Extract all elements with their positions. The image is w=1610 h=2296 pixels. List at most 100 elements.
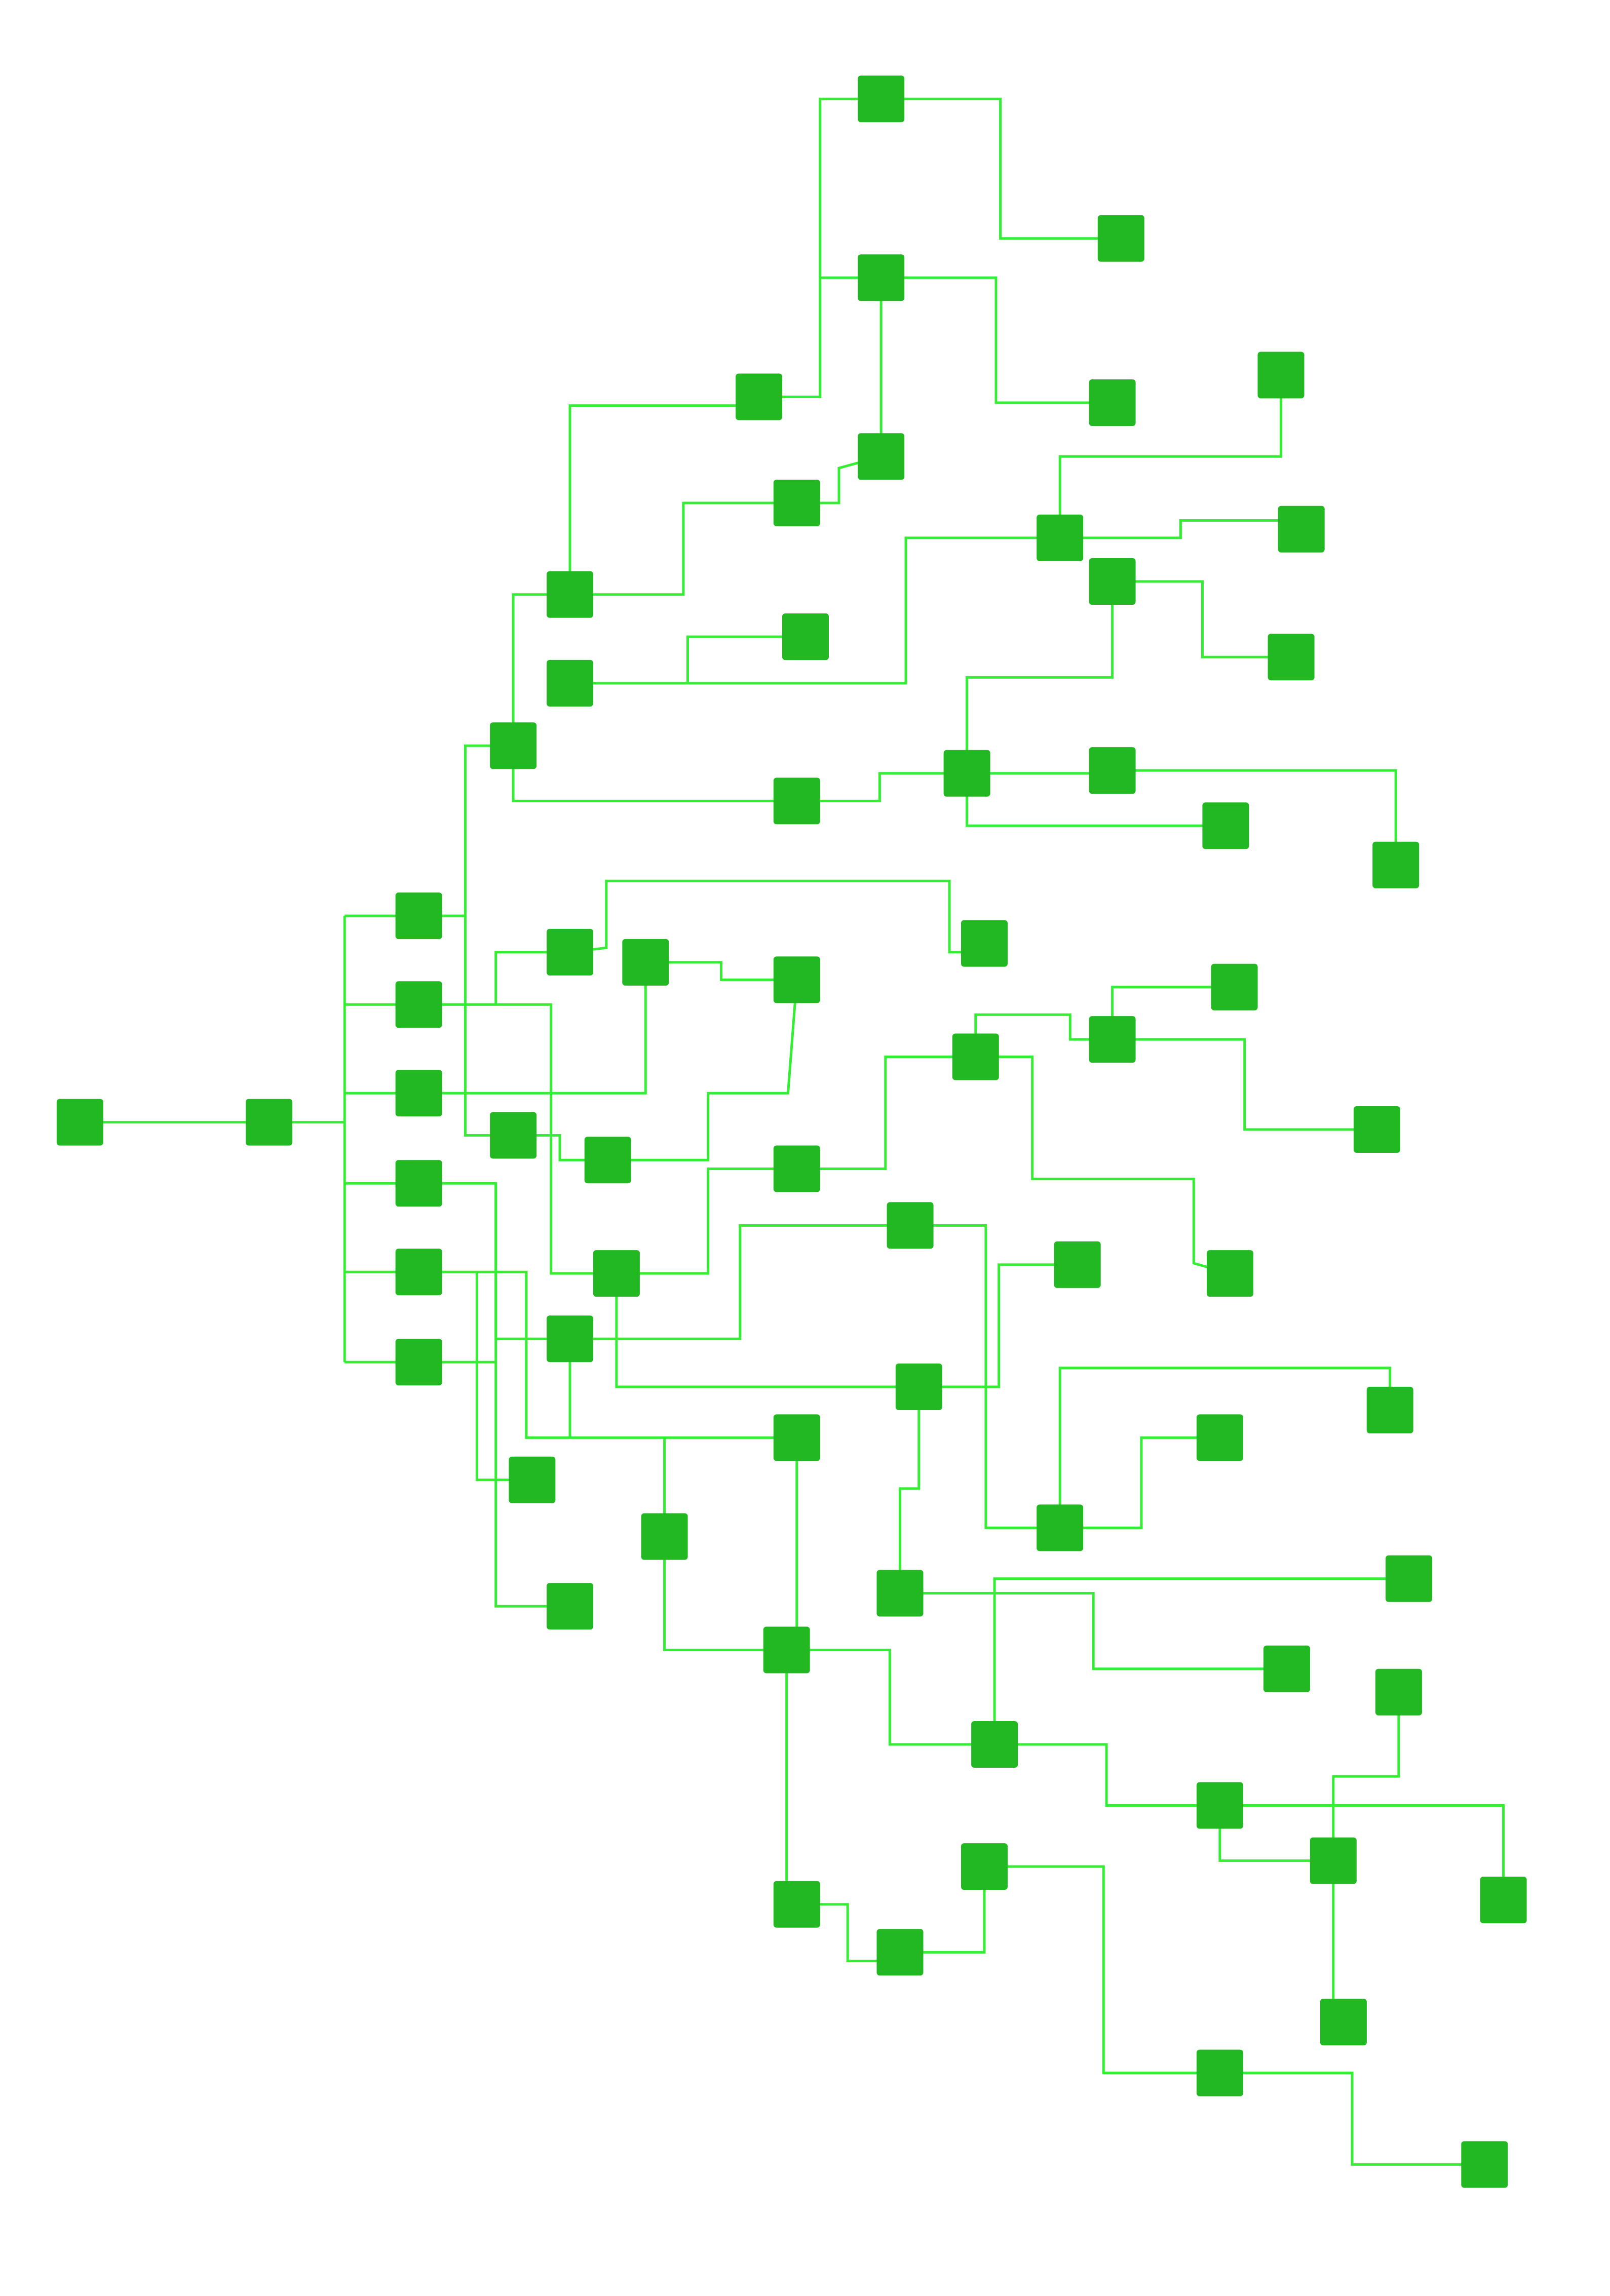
edge-41 xyxy=(974,1013,1113,1057)
node-29 xyxy=(1372,841,1420,888)
edge-63 xyxy=(993,1577,1409,1744)
edge-50 xyxy=(1060,1436,1220,1529)
node-61 xyxy=(1375,1668,1422,1716)
node-60 xyxy=(1310,1837,1357,1884)
edge-27 xyxy=(966,581,1114,773)
node-67 xyxy=(1196,2049,1243,2096)
edge-54 xyxy=(418,1270,797,1439)
node-66 xyxy=(961,1843,1008,1890)
node-42 xyxy=(547,1315,593,1363)
edge-64 xyxy=(994,1743,1220,1807)
edge-26 xyxy=(796,772,967,802)
edge-44 xyxy=(975,1056,1231,1275)
node-5 xyxy=(395,1070,442,1117)
edge-48 xyxy=(910,1224,1060,1529)
node-13 xyxy=(858,75,905,123)
node-58 xyxy=(971,1721,1018,1768)
node-43 xyxy=(887,1202,934,1249)
node-62 xyxy=(1480,1877,1527,1924)
node-27 xyxy=(1089,747,1136,794)
node-37 xyxy=(952,1033,999,1080)
node-26 xyxy=(943,750,990,797)
node-39 xyxy=(1211,963,1258,1010)
edge-59 xyxy=(663,1536,787,1651)
edge-18 xyxy=(881,276,1113,404)
node-53 xyxy=(1366,1386,1413,1433)
node-54 xyxy=(763,1626,810,1674)
edge-36 xyxy=(418,962,647,1095)
edge-69 xyxy=(796,1903,900,1963)
node-31 xyxy=(622,939,669,986)
node-12 xyxy=(736,373,783,420)
node-16 xyxy=(1089,379,1136,426)
node-18 xyxy=(773,480,820,526)
node-7 xyxy=(395,1249,442,1296)
node-34 xyxy=(490,1112,537,1159)
node-50 xyxy=(895,1364,942,1410)
edge-23 xyxy=(686,635,806,683)
node-48 xyxy=(773,1414,820,1461)
node-11 xyxy=(547,659,593,707)
edge-47 xyxy=(570,1224,910,1340)
edge-65 xyxy=(1219,1804,1505,1900)
edge-52 xyxy=(918,1263,1078,1388)
edge-46 xyxy=(494,1183,570,1608)
node-68 xyxy=(1461,2141,1508,2188)
node-4 xyxy=(395,981,442,1028)
node-15 xyxy=(858,254,905,301)
node-35 xyxy=(584,1137,631,1184)
edge-17 xyxy=(881,97,1121,240)
node-10 xyxy=(547,571,593,618)
node-51 xyxy=(1037,1504,1084,1551)
edge-43 xyxy=(1112,1038,1377,1131)
node-23 xyxy=(1089,558,1136,605)
edge-62 xyxy=(900,1592,1287,1670)
node-36 xyxy=(773,1145,820,1192)
node-64 xyxy=(773,1881,820,1928)
edge-61 xyxy=(786,1649,995,1746)
edge-25 xyxy=(1060,519,1301,539)
edge-28 xyxy=(1112,580,1291,658)
node-21 xyxy=(1257,352,1305,399)
node-2 xyxy=(246,1099,292,1146)
edge-35 xyxy=(645,961,797,981)
edge-72 xyxy=(1219,2072,1485,2166)
node-9 xyxy=(490,722,537,769)
edge-33 xyxy=(569,879,984,954)
edge-22 xyxy=(570,536,1060,685)
edge-53 xyxy=(899,1387,921,1593)
edge-70 xyxy=(900,1866,986,1954)
node-65 xyxy=(876,1929,924,1976)
node-22 xyxy=(1278,505,1325,553)
edge-51 xyxy=(615,1273,919,1388)
edge-31 xyxy=(1112,769,1397,865)
edge-15 xyxy=(759,97,881,398)
node-8 xyxy=(395,1339,442,1386)
node-14 xyxy=(1097,215,1144,262)
edge-67 xyxy=(1332,1692,1400,1861)
node-49 xyxy=(641,1513,688,1560)
edge-71 xyxy=(984,1865,1220,2075)
edge-14 xyxy=(568,404,759,595)
node-55 xyxy=(876,1570,924,1617)
node-17 xyxy=(858,433,905,480)
node-30 xyxy=(547,928,593,976)
node-45 xyxy=(1207,1250,1253,1297)
node-44 xyxy=(1054,1241,1101,1288)
node-1 xyxy=(56,1099,103,1146)
node-20 xyxy=(1037,514,1084,561)
node-52 xyxy=(1196,1414,1243,1461)
node-41 xyxy=(593,1250,640,1297)
node-3 xyxy=(395,892,442,940)
node-28 xyxy=(1202,802,1249,849)
edge-34 xyxy=(418,1003,617,1275)
edge-24 xyxy=(1058,375,1282,538)
edge-40 xyxy=(796,1056,976,1170)
node-57 xyxy=(1263,1645,1310,1692)
edge-39 xyxy=(616,1168,797,1275)
node-24 xyxy=(1268,634,1315,681)
edge-21 xyxy=(570,501,797,596)
node-40 xyxy=(1353,1106,1400,1153)
node-6 xyxy=(395,1160,442,1207)
